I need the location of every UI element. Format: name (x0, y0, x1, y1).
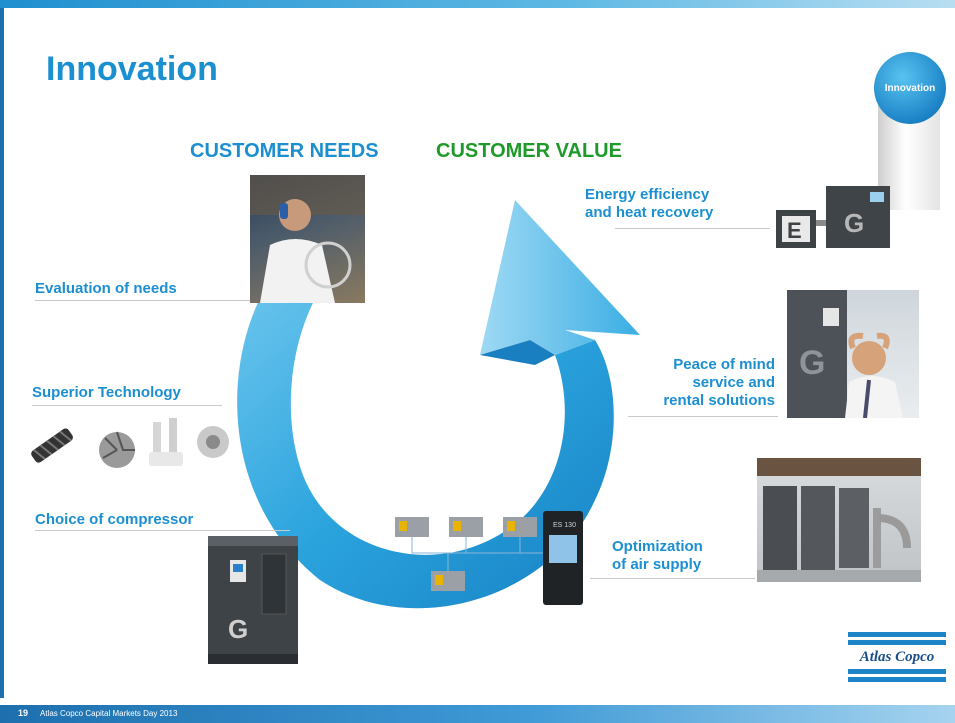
choice-of-compressor-label: Choice of compressor (35, 511, 194, 528)
customer-needs-heading: CUSTOMER NEEDS (190, 140, 379, 162)
logo-bar-top (848, 632, 946, 637)
energy-efficiency-rule (615, 228, 770, 229)
relaxed-man-photo: G (787, 290, 919, 418)
logo-bar-3 (848, 669, 946, 674)
compressor-unit-image: G (208, 536, 298, 664)
control-network-image: ES 130 (395, 511, 583, 605)
logo-bar-2 (848, 640, 946, 645)
evaluation-rule (35, 300, 250, 301)
slide-title: Innovation (46, 50, 218, 88)
svg-text:G: G (844, 208, 864, 238)
optimization-line2: of air supply (612, 556, 702, 573)
peace-of-mind-line1: Peace of mind (673, 356, 775, 373)
optimization-rule (590, 578, 755, 579)
controller-screen-label: ES 130 (553, 522, 576, 529)
evaluation-of-needs-label: Evaluation of needs (35, 280, 177, 297)
left-frame-border (0, 8, 4, 698)
optimization-label: Optimization of air supply (612, 538, 703, 574)
superior-technology-label: Superior Technology (32, 384, 181, 401)
footer-bar: 19 Atlas Copco Capital Markets Day 2013 (0, 705, 955, 723)
svg-text:G: G (228, 614, 248, 644)
optimization-line1: Optimization (612, 538, 703, 555)
atlas-copco-logo: Atlas Copco (848, 632, 946, 682)
peace-of-mind-line3: rental solutions (663, 392, 775, 409)
superior-technology-rule (32, 405, 222, 406)
peace-of-mind-rule (628, 416, 778, 417)
customer-value-heading: CUSTOMER VALUE (436, 140, 622, 162)
energy-efficiency-line1: Energy efficiency (585, 186, 710, 203)
footer-text: Atlas Copco Capital Markets Day 2013 (40, 709, 178, 718)
choice-of-compressor-rule (35, 530, 290, 531)
svg-text:E: E (787, 218, 802, 243)
peace-of-mind-label: Peace of mind service and rental solutio… (625, 356, 775, 410)
energy-efficiency-line2: and heat recovery (585, 204, 714, 221)
svg-text:G: G (799, 344, 825, 382)
compressor-room-photo (757, 458, 921, 582)
innovation-badge: Innovation (874, 52, 946, 124)
top-accent-bar (0, 0, 955, 8)
page-number: 19 (18, 708, 29, 718)
peace-of-mind-line2: service and (692, 374, 775, 391)
energy-efficiency-label: Energy efficiency and heat recovery (585, 186, 713, 222)
engineer-photo (250, 175, 365, 303)
energy-recovery-units-image: E G (776, 186, 890, 248)
logo-text: Atlas Copco (859, 649, 935, 665)
logo-bar-bottom (848, 677, 946, 682)
compressor-parts-images (31, 418, 229, 468)
